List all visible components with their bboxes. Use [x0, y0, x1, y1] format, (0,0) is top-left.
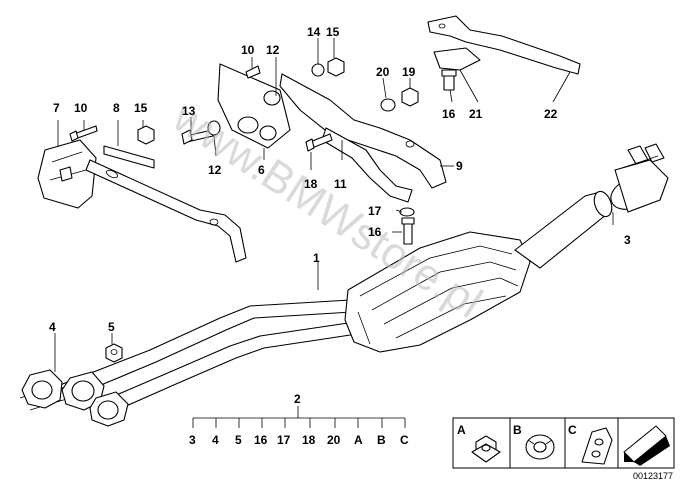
- callout-16-top: 16: [442, 107, 456, 121]
- washer-and-nut: [380, 87, 419, 112]
- hex-nut: [137, 125, 155, 145]
- callout-20: 20: [376, 65, 390, 79]
- callout-7: 7: [53, 101, 60, 115]
- callout-6: 6: [258, 163, 265, 177]
- kit-item: 4: [212, 433, 219, 447]
- callout-5: 5: [108, 320, 115, 334]
- callout-2: 2: [294, 392, 301, 406]
- rubber-ring-icon: [525, 434, 555, 460]
- callout-17: 17: [368, 204, 382, 218]
- kit-item: A: [354, 433, 363, 447]
- kit-contents-bracket: 3 4 5 16 17 18 20 A B C: [189, 406, 409, 447]
- bolt: [441, 69, 457, 91]
- exhaust-flange-gaskets: [21, 369, 129, 427]
- part-callouts: 1 2 3 4 5 6 7 8 9 10 10 11 12 12 13 14 1…: [49, 25, 631, 406]
- kit-item: 17: [277, 433, 291, 447]
- kit-item: 5: [235, 433, 242, 447]
- exhaust-clamp: [610, 143, 669, 213]
- callout-9: 9: [456, 159, 463, 173]
- callout-10-left: 10: [74, 101, 88, 115]
- callout-15-top: 15: [326, 25, 340, 39]
- callout-13: 13: [182, 104, 196, 118]
- legend-label-b: B: [513, 423, 522, 437]
- rubber-mount-icon: [581, 427, 613, 465]
- callout-8: 8: [113, 101, 120, 115]
- kit-item: 20: [327, 433, 341, 447]
- callout-11: 11: [334, 177, 347, 191]
- rubber-mount-bracket: [217, 63, 291, 149]
- bolt: [245, 65, 261, 79]
- symbol-legend: A B C: [452, 417, 675, 469]
- callout-3: 3: [624, 233, 631, 247]
- washer-and-bolt: [399, 207, 415, 245]
- callout-10-upper: 10: [241, 43, 255, 57]
- flange-nut-icon: [471, 435, 501, 463]
- kit-item: C: [400, 433, 409, 447]
- callout-4: 4: [49, 320, 56, 334]
- support-strap: [85, 145, 247, 263]
- callout-21: 21: [469, 107, 483, 121]
- callout-22: 22: [544, 107, 558, 121]
- kit-item: 18: [302, 433, 316, 447]
- callout-15-left: 15: [134, 101, 148, 115]
- leader-lines: [54, 38, 614, 372]
- callout-12-upper: 12: [266, 43, 280, 57]
- diagram-id: 00123177: [633, 471, 673, 481]
- bolt: [69, 125, 98, 142]
- mounting-bracket-left: [37, 139, 97, 209]
- bolt: [305, 133, 333, 152]
- rear-hanger-bracket: [427, 15, 581, 75]
- hex-nut: [105, 343, 123, 363]
- pipe-hanger-bracket: [279, 73, 447, 203]
- catalytic-converter: [344, 190, 613, 353]
- callout-1: 1: [313, 251, 320, 265]
- kit-item: 16: [254, 433, 268, 447]
- bolt-with-washer: [181, 120, 221, 145]
- legend-label-c: C: [568, 423, 577, 437]
- kit-item: 3: [189, 433, 196, 447]
- legend-label-a: A: [457, 423, 466, 437]
- direction-arrow-icon: [623, 425, 670, 466]
- kit-item: B: [377, 433, 386, 447]
- callout-12-lower: 12: [208, 163, 222, 177]
- callout-19: 19: [402, 65, 416, 79]
- callout-14: 14: [307, 25, 321, 39]
- washer-and-nut: [311, 57, 345, 77]
- callout-16-middle: 16: [368, 225, 382, 239]
- callout-18: 18: [304, 177, 318, 191]
